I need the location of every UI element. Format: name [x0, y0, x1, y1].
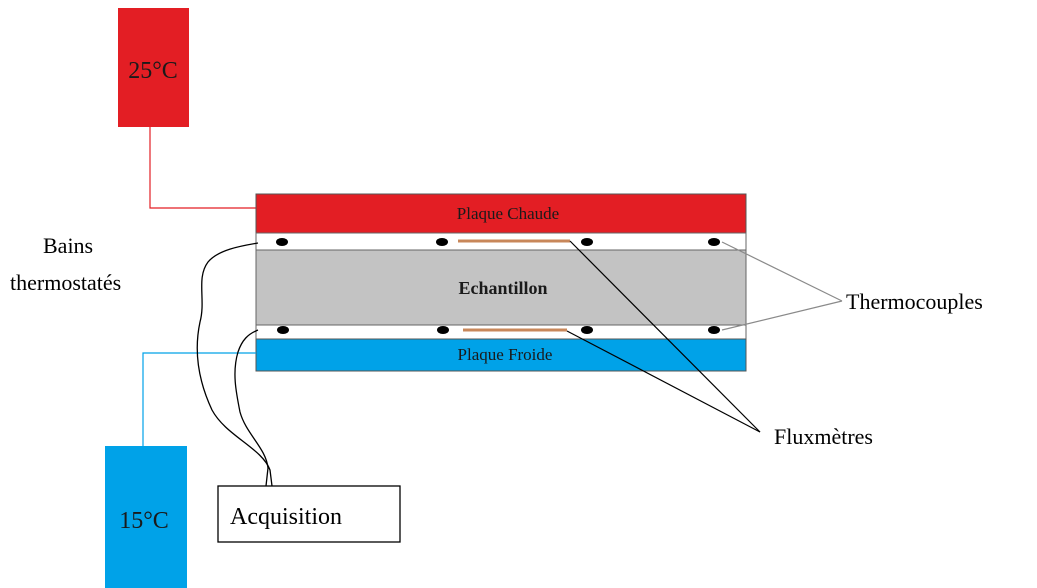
cold-plate-label: Plaque Froide [458, 345, 553, 364]
thermocouple-dot [708, 326, 720, 334]
fluxmeters-label: Fluxmètres [774, 424, 873, 449]
acquisition-box [217, 485, 401, 543]
cold-bath-box [105, 446, 187, 588]
thermocouples-label: Thermocouples [846, 289, 983, 314]
thermocouple-dot [581, 238, 593, 246]
hot-bath-connector [149, 127, 256, 209]
lower-sensor-layer [255, 324, 747, 340]
hot-bath-box [118, 8, 189, 127]
baths-caption-line1: Bains [43, 233, 93, 258]
thermocouple-dot [277, 326, 289, 334]
cold-bath-connector [142, 352, 256, 446]
baths-caption-line2: thermostatés [10, 270, 121, 295]
thermocouple-dot [708, 238, 720, 246]
hot-plate [255, 193, 747, 234]
thermocouple-dot [276, 238, 288, 246]
cold-bath-temperature: 15°C [119, 508, 169, 534]
thermocouple-dot [436, 238, 448, 246]
acquisition-wire-lower [234, 329, 269, 487]
sample-label: Echantillon [458, 278, 547, 298]
fluxmeters-pointer-upper [569, 240, 761, 433]
cold-plate [255, 338, 747, 372]
thermocouples-pointer-upper [721, 241, 843, 302]
hot-plate-label: Plaque Chaude [457, 204, 559, 223]
acquisition-wire-upper [196, 242, 273, 487]
fluxmeters-pointer-lower [566, 330, 761, 433]
sample [255, 249, 747, 326]
thermocouple-dot [437, 326, 449, 334]
acquisition-label: Acquisition [230, 504, 342, 530]
thermocouple-dot [581, 326, 593, 334]
hot-bath-temperature: 25°C [128, 58, 178, 84]
thermocouples-pointer-lower [721, 300, 843, 331]
